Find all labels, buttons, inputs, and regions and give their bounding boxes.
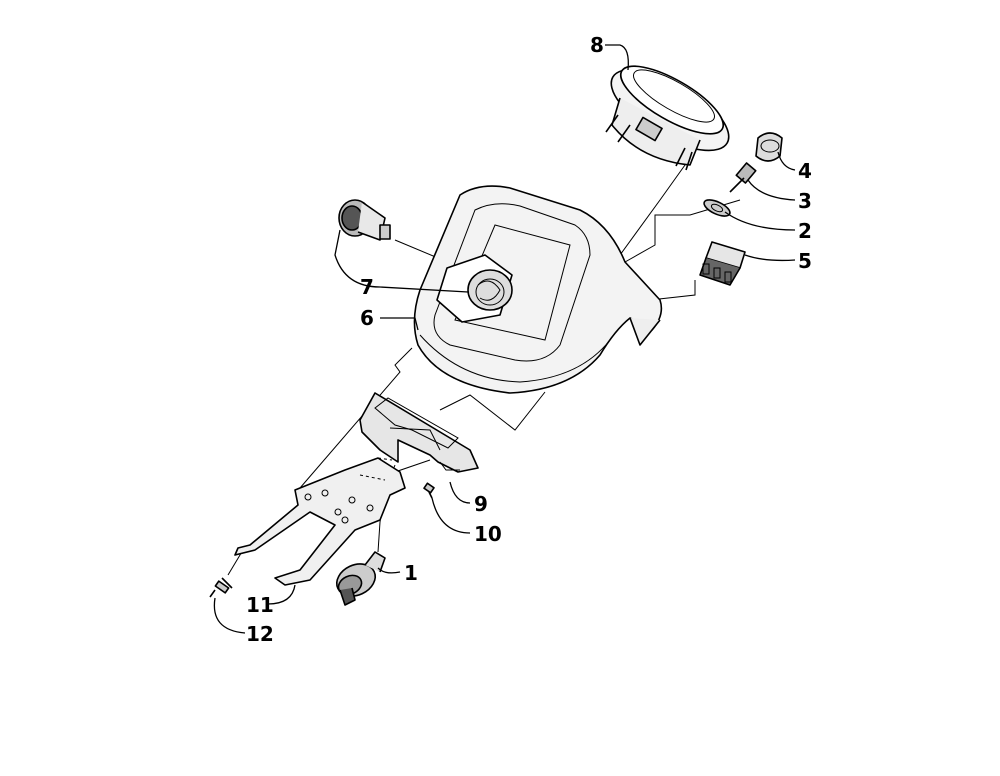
nut-part (703, 199, 731, 217)
callout-7: 7 (360, 275, 374, 299)
leader-5 (744, 254, 796, 262)
callout-6: 6 (360, 306, 374, 330)
leader-3 (747, 179, 796, 201)
leader-1 (377, 567, 401, 574)
leader-9 (449, 481, 471, 504)
key-part (729, 162, 757, 193)
leader-4 (777, 151, 796, 171)
callout-5: 5 (798, 249, 812, 273)
rocker-switch-part (699, 241, 746, 286)
callout-labels: 8 4 3 2 5 7 6 9 10 1 11 12 (246, 33, 812, 646)
callout-8: 8 (590, 33, 604, 57)
bezel-part (359, 392, 479, 473)
rivet-part (209, 577, 233, 598)
leader-7 (379, 286, 469, 293)
callout-3: 3 (798, 189, 812, 213)
leader-12 (213, 597, 246, 634)
callout-11: 11 (246, 593, 274, 617)
power-outlet-part (338, 199, 391, 241)
bracket-part (234, 457, 406, 586)
leader-6 (380, 317, 419, 331)
ignition-switch-part (335, 551, 386, 606)
callout-9: 9 (474, 492, 488, 516)
small-screw-part (423, 482, 435, 499)
callout-4: 4 (798, 159, 812, 183)
leader-11 (267, 584, 296, 605)
callout-leaders (213, 44, 796, 634)
leader-7b (334, 229, 381, 288)
callout-12: 12 (246, 622, 274, 646)
leader-2 (724, 211, 796, 231)
callout-10: 10 (474, 522, 502, 546)
gauge-part (605, 65, 730, 171)
callout-1: 1 (404, 561, 418, 585)
housing-part (413, 185, 663, 394)
leader-8 (605, 44, 629, 71)
cap-part (755, 132, 783, 162)
callout-2: 2 (798, 219, 812, 243)
leader-10 (431, 497, 471, 534)
